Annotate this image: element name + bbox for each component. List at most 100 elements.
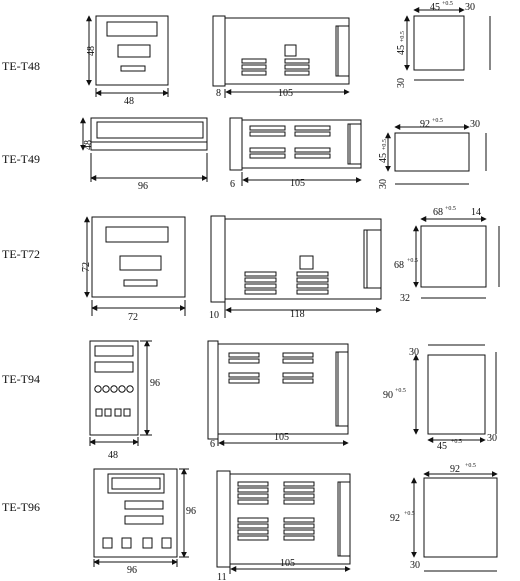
vent-slots	[241, 58, 310, 76]
indicator-leds	[94, 385, 134, 393]
cutout-height: 45	[378, 153, 389, 163]
model-label: TE-T94	[2, 372, 40, 386]
bezel	[210, 215, 226, 303]
width-dimension: 48	[108, 450, 118, 461]
front-view: 48 96	[89, 340, 160, 461]
front-view: 48 48	[86, 15, 169, 107]
model-label: TE-T72	[2, 247, 40, 261]
bezel-dimension: 8	[216, 88, 221, 99]
front-view: 96 96	[93, 468, 196, 576]
spacing-y: 32	[400, 293, 410, 304]
width-dimension: 96	[138, 181, 148, 192]
button-strip	[123, 279, 158, 287]
height-dimension: 48	[86, 46, 97, 56]
model-label: TE-T96	[2, 500, 40, 514]
side-view: 6 105	[229, 117, 362, 190]
bezel	[212, 15, 226, 87]
depth-dimension: 105	[274, 432, 289, 443]
display-window	[107, 473, 165, 494]
panel-cutout: 92 +0.5 92 +0.5 30	[390, 463, 498, 572]
tolerance: +0.5	[445, 206, 456, 212]
key-buttons	[102, 537, 172, 549]
bezel	[207, 340, 219, 440]
side-view: 6 105	[207, 340, 349, 450]
width-dimension: 72	[128, 312, 138, 323]
panel-cutout: 68 +0.5 14 68 +0.5 32	[394, 206, 500, 304]
spacing-x: 30	[470, 119, 480, 130]
model-te-t48: TE-T48 48 48 8	[2, 1, 491, 107]
tolerance: +0.5	[451, 439, 462, 445]
tolerance: +0.5	[432, 118, 443, 124]
tolerance: +0.5	[404, 511, 415, 517]
housing	[241, 119, 362, 169]
cutout-height: 45	[396, 45, 407, 55]
cutout-height: 92	[390, 513, 400, 524]
spacing-y: 30	[410, 560, 420, 571]
cutout-width: 45	[437, 441, 447, 452]
depth-dimension: 105	[280, 558, 295, 569]
tolerance: +0.5	[395, 388, 406, 394]
rear-terminal	[335, 25, 350, 77]
housing	[224, 218, 382, 300]
vent-slots	[237, 481, 315, 541]
bezel	[216, 470, 231, 568]
key-buttons	[95, 408, 131, 417]
bezel	[229, 117, 243, 171]
display-window	[124, 515, 164, 525]
front-panel	[91, 216, 186, 298]
model-label: TE-T48	[2, 59, 40, 73]
depth-dimension: 105	[278, 88, 293, 99]
display-window	[96, 121, 204, 139]
front-panel	[93, 468, 178, 558]
spacing-x: 30	[465, 2, 475, 13]
cutout-width: 45	[430, 2, 440, 13]
model-te-t94: TE-T94 48 96	[2, 340, 497, 461]
connector-square	[299, 255, 314, 270]
front-panel	[89, 340, 139, 436]
depth-dimension: 105	[290, 178, 305, 189]
spacing-y: 30	[409, 347, 419, 358]
tolerance: +0.5	[407, 258, 418, 264]
cutout-outline	[413, 15, 465, 71]
vent-slots	[244, 271, 329, 295]
display-window	[119, 255, 162, 271]
display-window	[106, 21, 158, 37]
bezel-dimension: 11	[217, 572, 227, 581]
cutout-width: 92	[450, 464, 460, 475]
cutout-outline	[423, 477, 498, 558]
spacing-y: 30	[396, 78, 407, 88]
cutout-outline	[420, 225, 487, 288]
height-dimension: 72	[81, 262, 92, 272]
height-dimension: 48	[83, 140, 94, 150]
cutout-height: 90	[383, 390, 393, 401]
tolerance: +0.5	[442, 1, 453, 7]
height-dimension: 96	[150, 378, 160, 389]
front-view: 72 72	[81, 216, 186, 323]
panel-cutout: 45 +0.5 30 45 +0.5 30	[396, 1, 491, 88]
spacing-y: 30	[378, 179, 389, 189]
display-window	[105, 226, 169, 243]
rear-terminal	[347, 123, 362, 165]
rear-terminal	[335, 351, 349, 427]
panel-cutout: 30 90 +0.5 45 +0.5 30	[383, 344, 497, 452]
front-panel	[95, 15, 169, 86]
vent-slots	[249, 125, 331, 159]
bezel-dimension: 6	[230, 179, 235, 190]
spacing-x: 30	[487, 433, 497, 444]
model-te-t96: TE-T96 96 96	[2, 463, 498, 581]
height-dimension: 96	[186, 506, 196, 517]
width-dimension: 48	[124, 96, 134, 107]
display-window	[94, 345, 134, 357]
front-panel	[90, 117, 208, 151]
display-window	[124, 500, 164, 510]
cutout-outline	[394, 132, 470, 172]
cutout-width: 68	[433, 207, 443, 218]
spacing-x: 14	[471, 207, 481, 218]
tolerance: +0.5	[382, 139, 388, 150]
depth-dimension: 118	[290, 309, 305, 320]
rear-terminal	[337, 481, 351, 557]
connector-square	[284, 44, 297, 57]
vent-slots	[228, 352, 314, 384]
bezel-dimension: 6	[210, 439, 215, 450]
display-window	[94, 361, 134, 373]
